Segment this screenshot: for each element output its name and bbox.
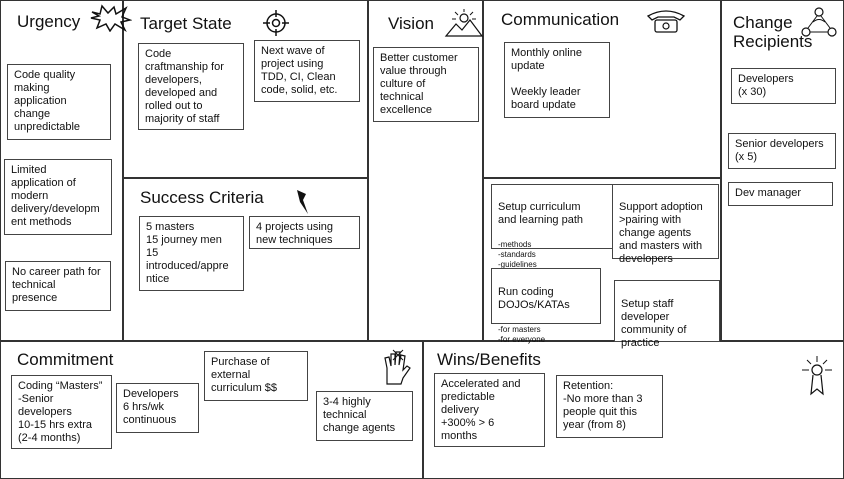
divider — [122, 1, 124, 340]
note-card: Code quality making application change u… — [7, 64, 111, 140]
target-icon — [263, 10, 289, 36]
note-card: Purchase of external curriculum $$ — [204, 351, 308, 401]
action-label: Setup curriculum and learning path — [498, 201, 584, 226]
divider — [482, 177, 721, 179]
handshake-icon — [381, 346, 413, 386]
note-card: Code craftmanship for developers, develo… — [138, 43, 244, 130]
change-recipients-title: Change Recipients — [733, 13, 813, 51]
medal-icon — [798, 352, 836, 398]
note-card: 4 projects using new techniques — [249, 216, 360, 249]
divider — [122, 177, 368, 179]
note-card: Next wave of project using TDD, CI, Clea… — [254, 40, 360, 102]
wins-benefits-title: Wins/Benefits — [437, 350, 541, 369]
sunrise-icon — [444, 8, 484, 38]
note-card: Dev manager — [728, 182, 833, 206]
action-details: -for masters -for everyone — [498, 325, 546, 344]
action-label: Run coding DOJOs/KATAs — [498, 286, 570, 311]
note-card: Senior developers (x 5) — [728, 133, 836, 169]
success-criteria-title: Success Criteria — [140, 188, 264, 207]
note-card: Monthly online update Weekly leader boar… — [504, 42, 610, 118]
action-card: Setup curriculum and learning path -meth… — [491, 184, 613, 269]
action-label: Support adoption >pairing with change ag… — [619, 201, 703, 265]
action-card: Support adoption >pairing with change ag… — [612, 184, 719, 265]
explosion-icon — [90, 4, 132, 32]
note-card: Retention: -No more than 3 people quit t… — [556, 375, 663, 438]
note-card: No career path for technical presence — [5, 261, 111, 311]
people-network-icon — [800, 6, 838, 40]
note-card: Better customer value through culture of… — [373, 47, 479, 122]
note-card: Developers (x 30) — [731, 68, 836, 104]
note-card: Limited application of modern delivery/d… — [4, 159, 112, 235]
urgency-title: Urgency — [17, 12, 81, 31]
communication-title: Communication — [501, 10, 620, 29]
divider — [422, 340, 424, 478]
note-card: 3-4 highly technical change agents — [316, 391, 413, 441]
note-card: Developers 6 hrs/wk continuous — [116, 383, 199, 433]
divider — [367, 1, 369, 340]
commitment-title: Commitment — [17, 350, 114, 369]
note-card: Coding “Masters” -Senior developers 10-1… — [11, 375, 112, 449]
divider — [482, 1, 484, 340]
note-card: 5 masters 15 journey men 15 introduced/a… — [139, 216, 244, 291]
divider — [1, 340, 843, 342]
vision-title: Vision — [388, 14, 434, 33]
action-card: Run coding DOJOs/KATAs -for masters -for… — [491, 268, 601, 344]
action-details: -methods -standards -guidelines — [498, 240, 537, 269]
flag-icon — [294, 188, 316, 216]
telephone-icon — [646, 8, 686, 34]
target-state-title: Target State — [140, 14, 232, 33]
action-card: Setup staff developer community of pract… — [614, 280, 720, 349]
note-card: Accelerated and predictable delivery +30… — [434, 373, 545, 447]
divider — [720, 1, 722, 340]
action-label: Setup staff developer community of pract… — [621, 298, 687, 349]
